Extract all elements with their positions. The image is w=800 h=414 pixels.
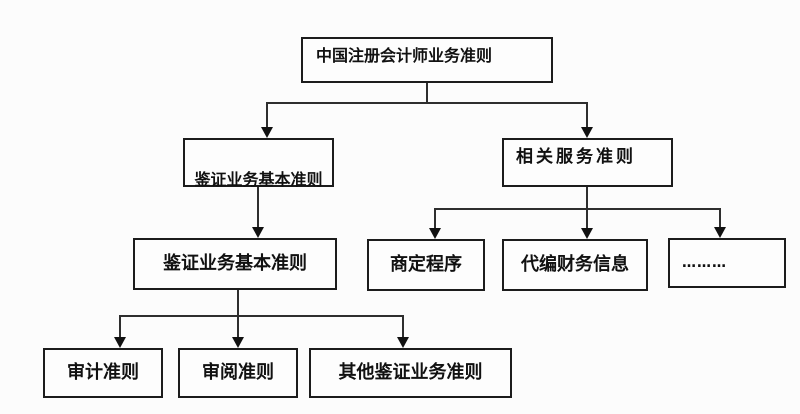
- node-related-services-standards: 相关服务准则: [502, 138, 673, 187]
- node-review-standards: 审阅准则: [178, 348, 298, 398]
- node-agreed-upon-procedures: 商定程序: [367, 239, 485, 291]
- arrowhead-r1: [429, 228, 441, 239]
- node-label: 中国注册会计师业务准则: [316, 46, 493, 65]
- node-label: 相关服务准则: [516, 147, 636, 167]
- node-ellipsis-others: ………: [668, 238, 786, 288]
- node-label: 审计准则: [67, 362, 139, 383]
- arrowhead-b1: [114, 337, 126, 348]
- arrowhead-l2right: [581, 127, 593, 138]
- node-label: 鉴证业务基本准则: [163, 253, 307, 274]
- node-label: 鉴证业务基本准则: [194, 170, 323, 189]
- node-label: 审阅准则: [202, 362, 274, 383]
- arrowhead-r2: [581, 228, 593, 239]
- arrowhead-r3: [714, 227, 726, 238]
- node-cpa-business-standards: 中国注册会计师业务准则: [301, 37, 553, 83]
- node-audit-standards: 审计准则: [43, 348, 163, 398]
- node-label: ………: [682, 255, 727, 271]
- node-label: 其他鉴证业务准则: [338, 362, 483, 383]
- arrowhead-b2: [232, 337, 244, 348]
- node-compiled-financial-information: 代编财务信息: [502, 239, 648, 291]
- node-assurance-basic-standards-lower: 鉴证业务基本准则: [133, 238, 337, 290]
- node-other-assurance-standards: 其他鉴证业务准则: [309, 348, 512, 398]
- arrowhead-b3: [397, 337, 409, 348]
- node-label: 商定程序: [390, 254, 462, 275]
- arrowhead-l3left: [252, 227, 264, 238]
- node-assurance-basic-standards-upper: 鉴证业务基本准则: [183, 138, 334, 189]
- node-label: 代编财务信息: [521, 254, 629, 275]
- arrowhead-l2left: [261, 127, 273, 138]
